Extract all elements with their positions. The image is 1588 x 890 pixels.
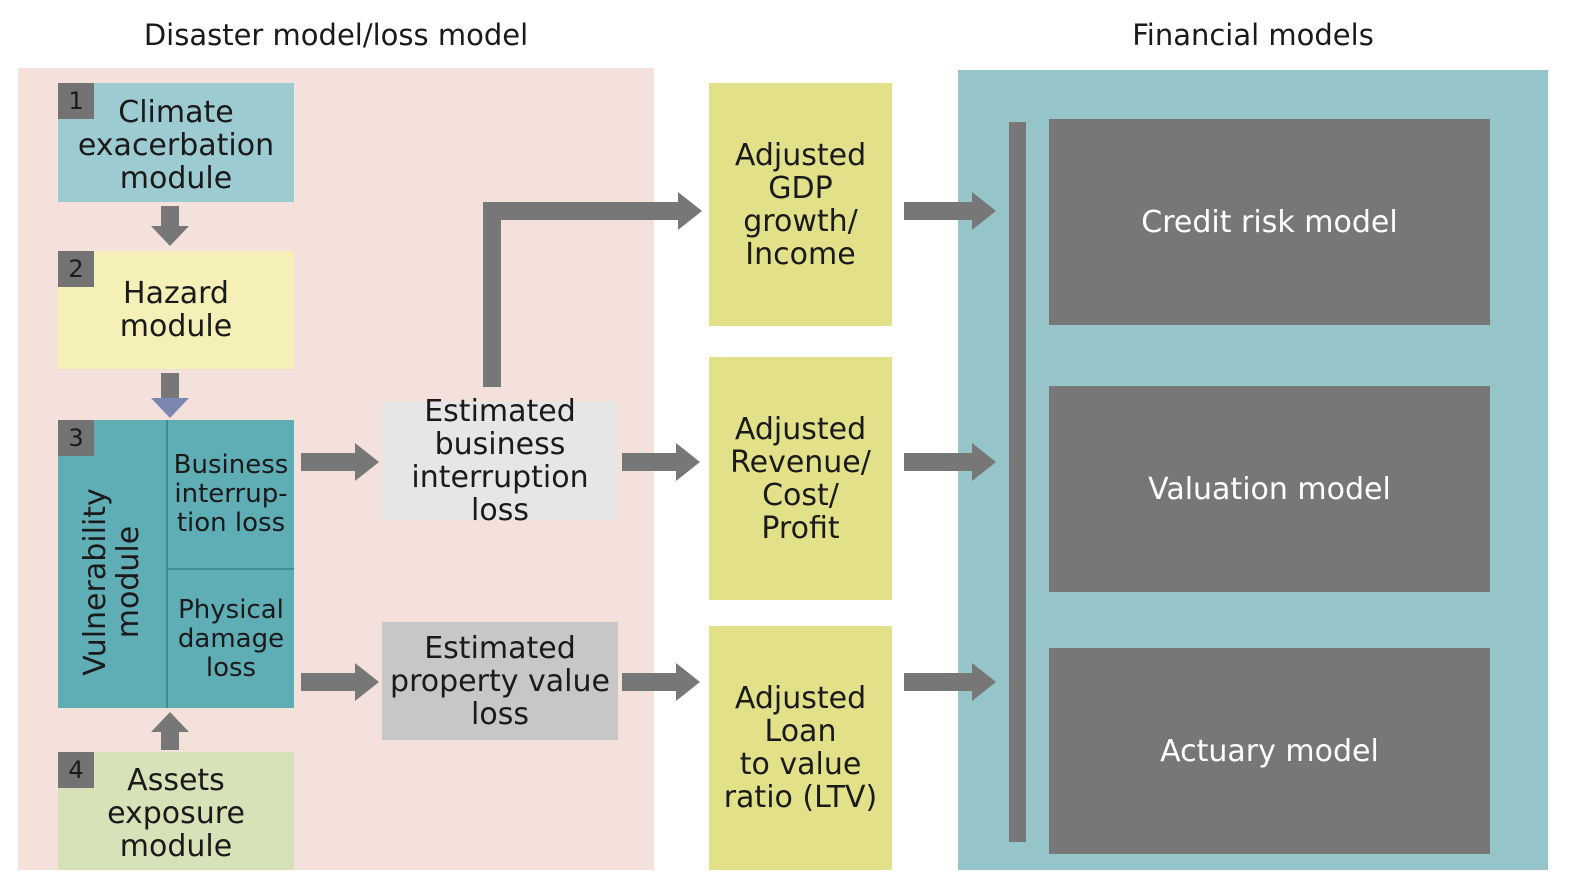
business-interruption-sub: Business interrup- tion loss — [168, 420, 294, 568]
climate-exacerbation-module: Climate exacerbation module — [58, 83, 294, 202]
hazard-module: Hazard module — [58, 251, 294, 369]
assets-exposure-label: Assets exposure module — [107, 762, 245, 864]
adjusted-revenue-box: Adjusted Revenue/ Cost/ Profit — [709, 357, 892, 600]
adjusted-ltv-box: Adjusted Loan to value ratio (LTV) — [709, 626, 892, 870]
adjusted-gdp-label: Adjusted GDP growth/ Income — [734, 137, 867, 272]
vulnerability-divider-vertical — [166, 420, 168, 708]
credit-risk-model-box: Credit risk model — [1049, 119, 1490, 325]
assets-exposure-module: Assets exposure module — [58, 752, 294, 870]
hazard-label: Hazard module — [119, 276, 233, 344]
physical-damage-sub-label: Physical damage loss — [177, 594, 285, 683]
vulnerability-divider-horizontal — [167, 568, 294, 570]
estimated-property-value-loss: Estimated property value loss — [382, 622, 618, 740]
financial-vertical-bar — [1009, 122, 1026, 842]
actuary-model-label: Actuary model — [1160, 733, 1379, 769]
valuation-model-box: Valuation model — [1049, 386, 1490, 592]
estimated-business-interruption-label: Estimated business interruption loss — [411, 394, 589, 528]
module-number-4: 4 — [58, 752, 94, 788]
credit-risk-model-label: Credit risk model — [1141, 204, 1398, 240]
adjusted-ltv-label: Adjusted Loan to value ratio (LTV) — [723, 681, 878, 815]
disaster-model-title: Disaster model/loss model — [143, 18, 529, 52]
estimated-property-value-label: Estimated property value loss — [390, 630, 610, 732]
estimated-business-interruption-loss: Estimated business interruption loss — [382, 395, 618, 527]
actuary-model-box: Actuary model — [1049, 648, 1490, 854]
vulnerability-module — [58, 420, 294, 708]
module-number-1: 1 — [58, 83, 94, 119]
vulnerability-label-wrapper: Vulnerability module — [58, 456, 166, 708]
adjusted-revenue-label: Adjusted Revenue/ Cost/ Profit — [730, 411, 871, 546]
module-number-2: 2 — [58, 251, 94, 287]
climate-exacerbation-label: Climate exacerbation module — [77, 95, 275, 196]
adjusted-gdp-box: Adjusted GDP growth/ Income — [709, 83, 892, 326]
valuation-model-label: Valuation model — [1148, 471, 1391, 507]
vulnerability-label: Vulnerability module — [78, 488, 146, 676]
module-number-3: 3 — [58, 420, 94, 456]
physical-damage-sub: Physical damage loss — [168, 570, 294, 708]
financial-models-title: Financial models — [1132, 18, 1374, 52]
business-interruption-sub-label: Business interrup- tion loss — [173, 449, 289, 538]
